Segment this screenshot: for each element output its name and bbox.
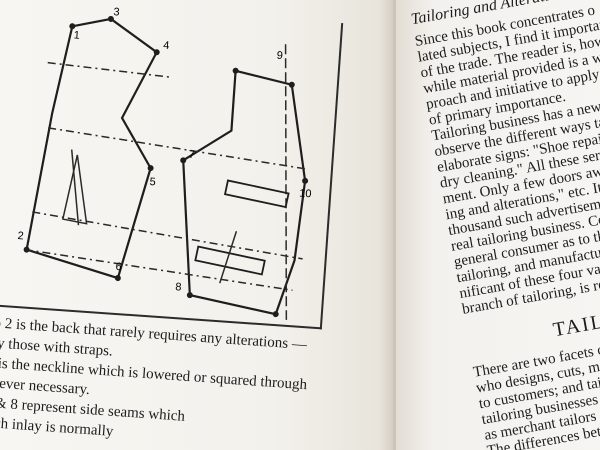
back-piece-outline	[25, 17, 159, 280]
left-caption: to 2 is the back that rarely requires an…	[0, 314, 329, 450]
pattern-label: 10	[299, 188, 312, 201]
point-dot	[288, 81, 295, 88]
point-dot	[69, 23, 76, 30]
pattern-label: 5	[149, 176, 156, 188]
tailoring-heading: TAILORING	[551, 297, 600, 342]
point-dot	[147, 165, 154, 172]
pattern-label: 8	[175, 281, 182, 293]
pattern-label: 9	[276, 50, 283, 62]
point-dot	[186, 292, 193, 299]
grainline	[284, 44, 288, 320]
construction-line	[48, 127, 307, 170]
back-dart	[61, 154, 88, 225]
pattern-label: 2	[17, 230, 24, 242]
construction-line	[24, 248, 293, 292]
point-dot	[153, 49, 160, 56]
pattern-label: 4	[163, 40, 170, 52]
pattern-label: 3	[113, 6, 120, 18]
construction-line	[47, 61, 173, 79]
point-dot	[23, 246, 30, 253]
construction-line	[32, 211, 303, 260]
right-page-text-block: ME Tailoring and Alterations Busine Sinc…	[388, 0, 600, 450]
pattern-figure: 1 2 3 4 5 6 7 8 9 10	[0, 0, 344, 330]
lower-pocket	[194, 245, 266, 276]
front-dart	[219, 230, 238, 284]
point-dot	[232, 67, 239, 74]
pattern-label: 7	[188, 149, 195, 161]
right-page: ME Tailoring and Alterations Busine Sinc…	[396, 0, 600, 450]
pattern-label: 6	[115, 261, 122, 273]
right-page-body: Tailoring and Alterations Busine Since t…	[409, 0, 600, 450]
point-dot	[107, 15, 114, 22]
front-piece-outline	[182, 69, 307, 316]
point-dot	[302, 177, 309, 184]
dart-line	[70, 149, 80, 226]
pattern-diagram: 1 2 3 4 5 6 7 8 9 10	[17, 6, 312, 320]
point-dot	[114, 275, 121, 282]
pattern-label: 1	[73, 29, 80, 41]
left-page: 1 2 3 4 5 6 7 8 9 10 to 2 is the back th…	[0, 0, 392, 450]
upper-pocket	[223, 179, 290, 209]
point-dot	[272, 311, 279, 318]
point-dot	[180, 157, 187, 164]
